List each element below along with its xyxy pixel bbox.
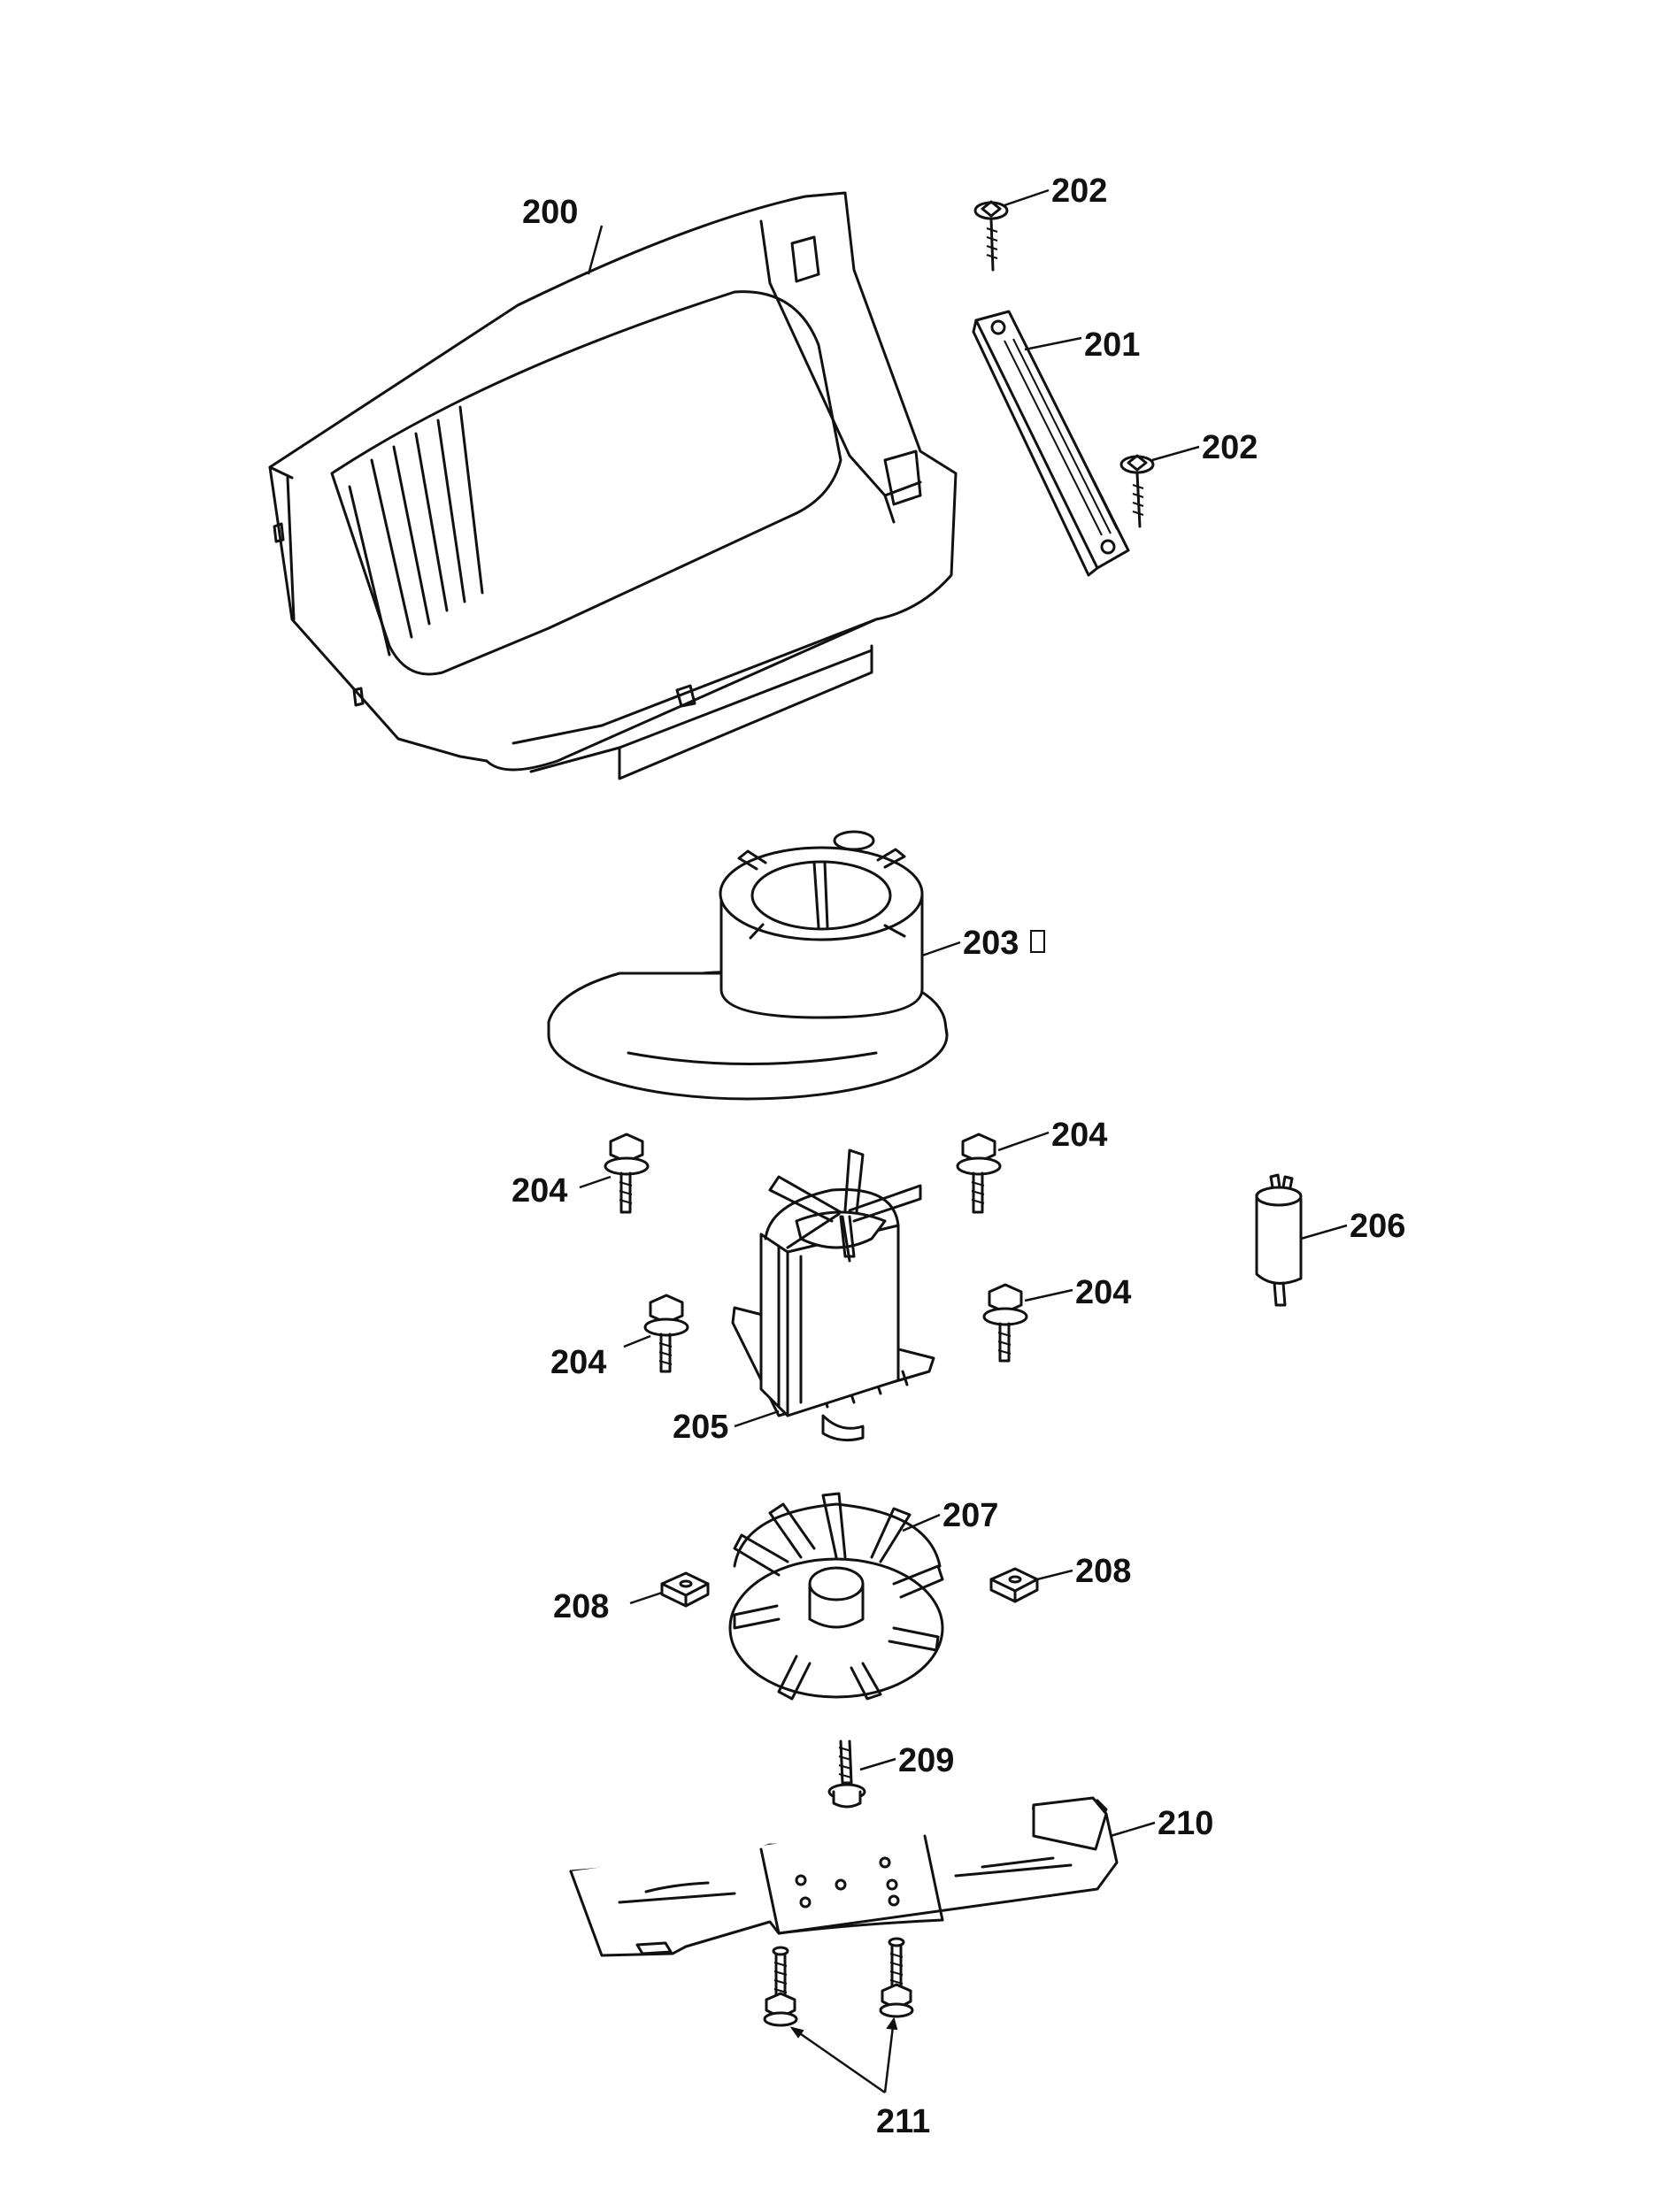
part-202-screw-top: [973, 200, 1009, 272]
label-208b: 208: [1075, 1553, 1131, 1590]
part-202-screw-bottom: [1119, 454, 1155, 528]
part-205-motor: [731, 1148, 935, 1442]
label-210: 210: [1158, 1805, 1213, 1842]
part-208-nut-right: [989, 1567, 1039, 1603]
part-211-bolt-right: [879, 1937, 914, 2018]
label-205: 205: [673, 1409, 728, 1446]
leader-210: [1110, 1821, 1156, 1838]
leader-207: [902, 1513, 941, 1532]
part-210-blade: [569, 1796, 1119, 1957]
leader-204c: [623, 1334, 651, 1348]
label-202a: 202: [1051, 173, 1107, 210]
part-211-bolt-left: [763, 1946, 798, 2027]
label-204a: 204: [512, 1172, 567, 1210]
leader-202b: [1151, 445, 1200, 462]
label-208a: 208: [553, 1588, 609, 1625]
label-206: 206: [1350, 1208, 1405, 1245]
label-202b: 202: [1202, 429, 1258, 466]
leader-208a: [629, 1591, 663, 1605]
part-209-fan-bolt: [827, 1740, 866, 1809]
label-200: 200: [522, 194, 578, 231]
leader-208b: [1036, 1569, 1073, 1581]
label-201: 201: [1084, 326, 1140, 364]
leader-200: [587, 225, 604, 275]
leader-204a: [579, 1175, 612, 1189]
part-204-screw-d: [982, 1283, 1028, 1363]
part-206-capacitor: [1255, 1173, 1303, 1307]
leader-202a: [1004, 188, 1050, 207]
part-207-fan: [728, 1492, 944, 1701]
part-203-motor-housing: [547, 830, 949, 1101]
leader-204d: [1024, 1288, 1073, 1302]
leader-211: [791, 2018, 896, 2094]
part-200-motor-cover: [268, 191, 958, 780]
label-209: 209: [898, 1742, 954, 1779]
leader-201: [1024, 336, 1082, 351]
label-204d: 204: [1075, 1274, 1131, 1311]
leader-211-arrows: [789, 2016, 898, 2039]
part-204-screw-b: [956, 1133, 1002, 1214]
part-204-screw-a: [604, 1133, 650, 1214]
label-204b: 204: [1051, 1117, 1107, 1154]
label-211: 211: [876, 2103, 930, 2140]
part-201-bracket: [972, 310, 1130, 577]
leader-209: [859, 1757, 896, 1771]
leader-203: [921, 941, 961, 957]
label-204c: 204: [550, 1344, 606, 1381]
part-208-nut-left: [660, 1571, 710, 1608]
label-203: 203: [963, 925, 1019, 962]
label-207: 207: [942, 1497, 998, 1534]
leader-205: [734, 1409, 780, 1428]
label-203-box: [1030, 930, 1045, 953]
leader-204b: [997, 1131, 1050, 1152]
leader-206: [1300, 1224, 1348, 1240]
part-204-screw-c: [643, 1294, 689, 1373]
